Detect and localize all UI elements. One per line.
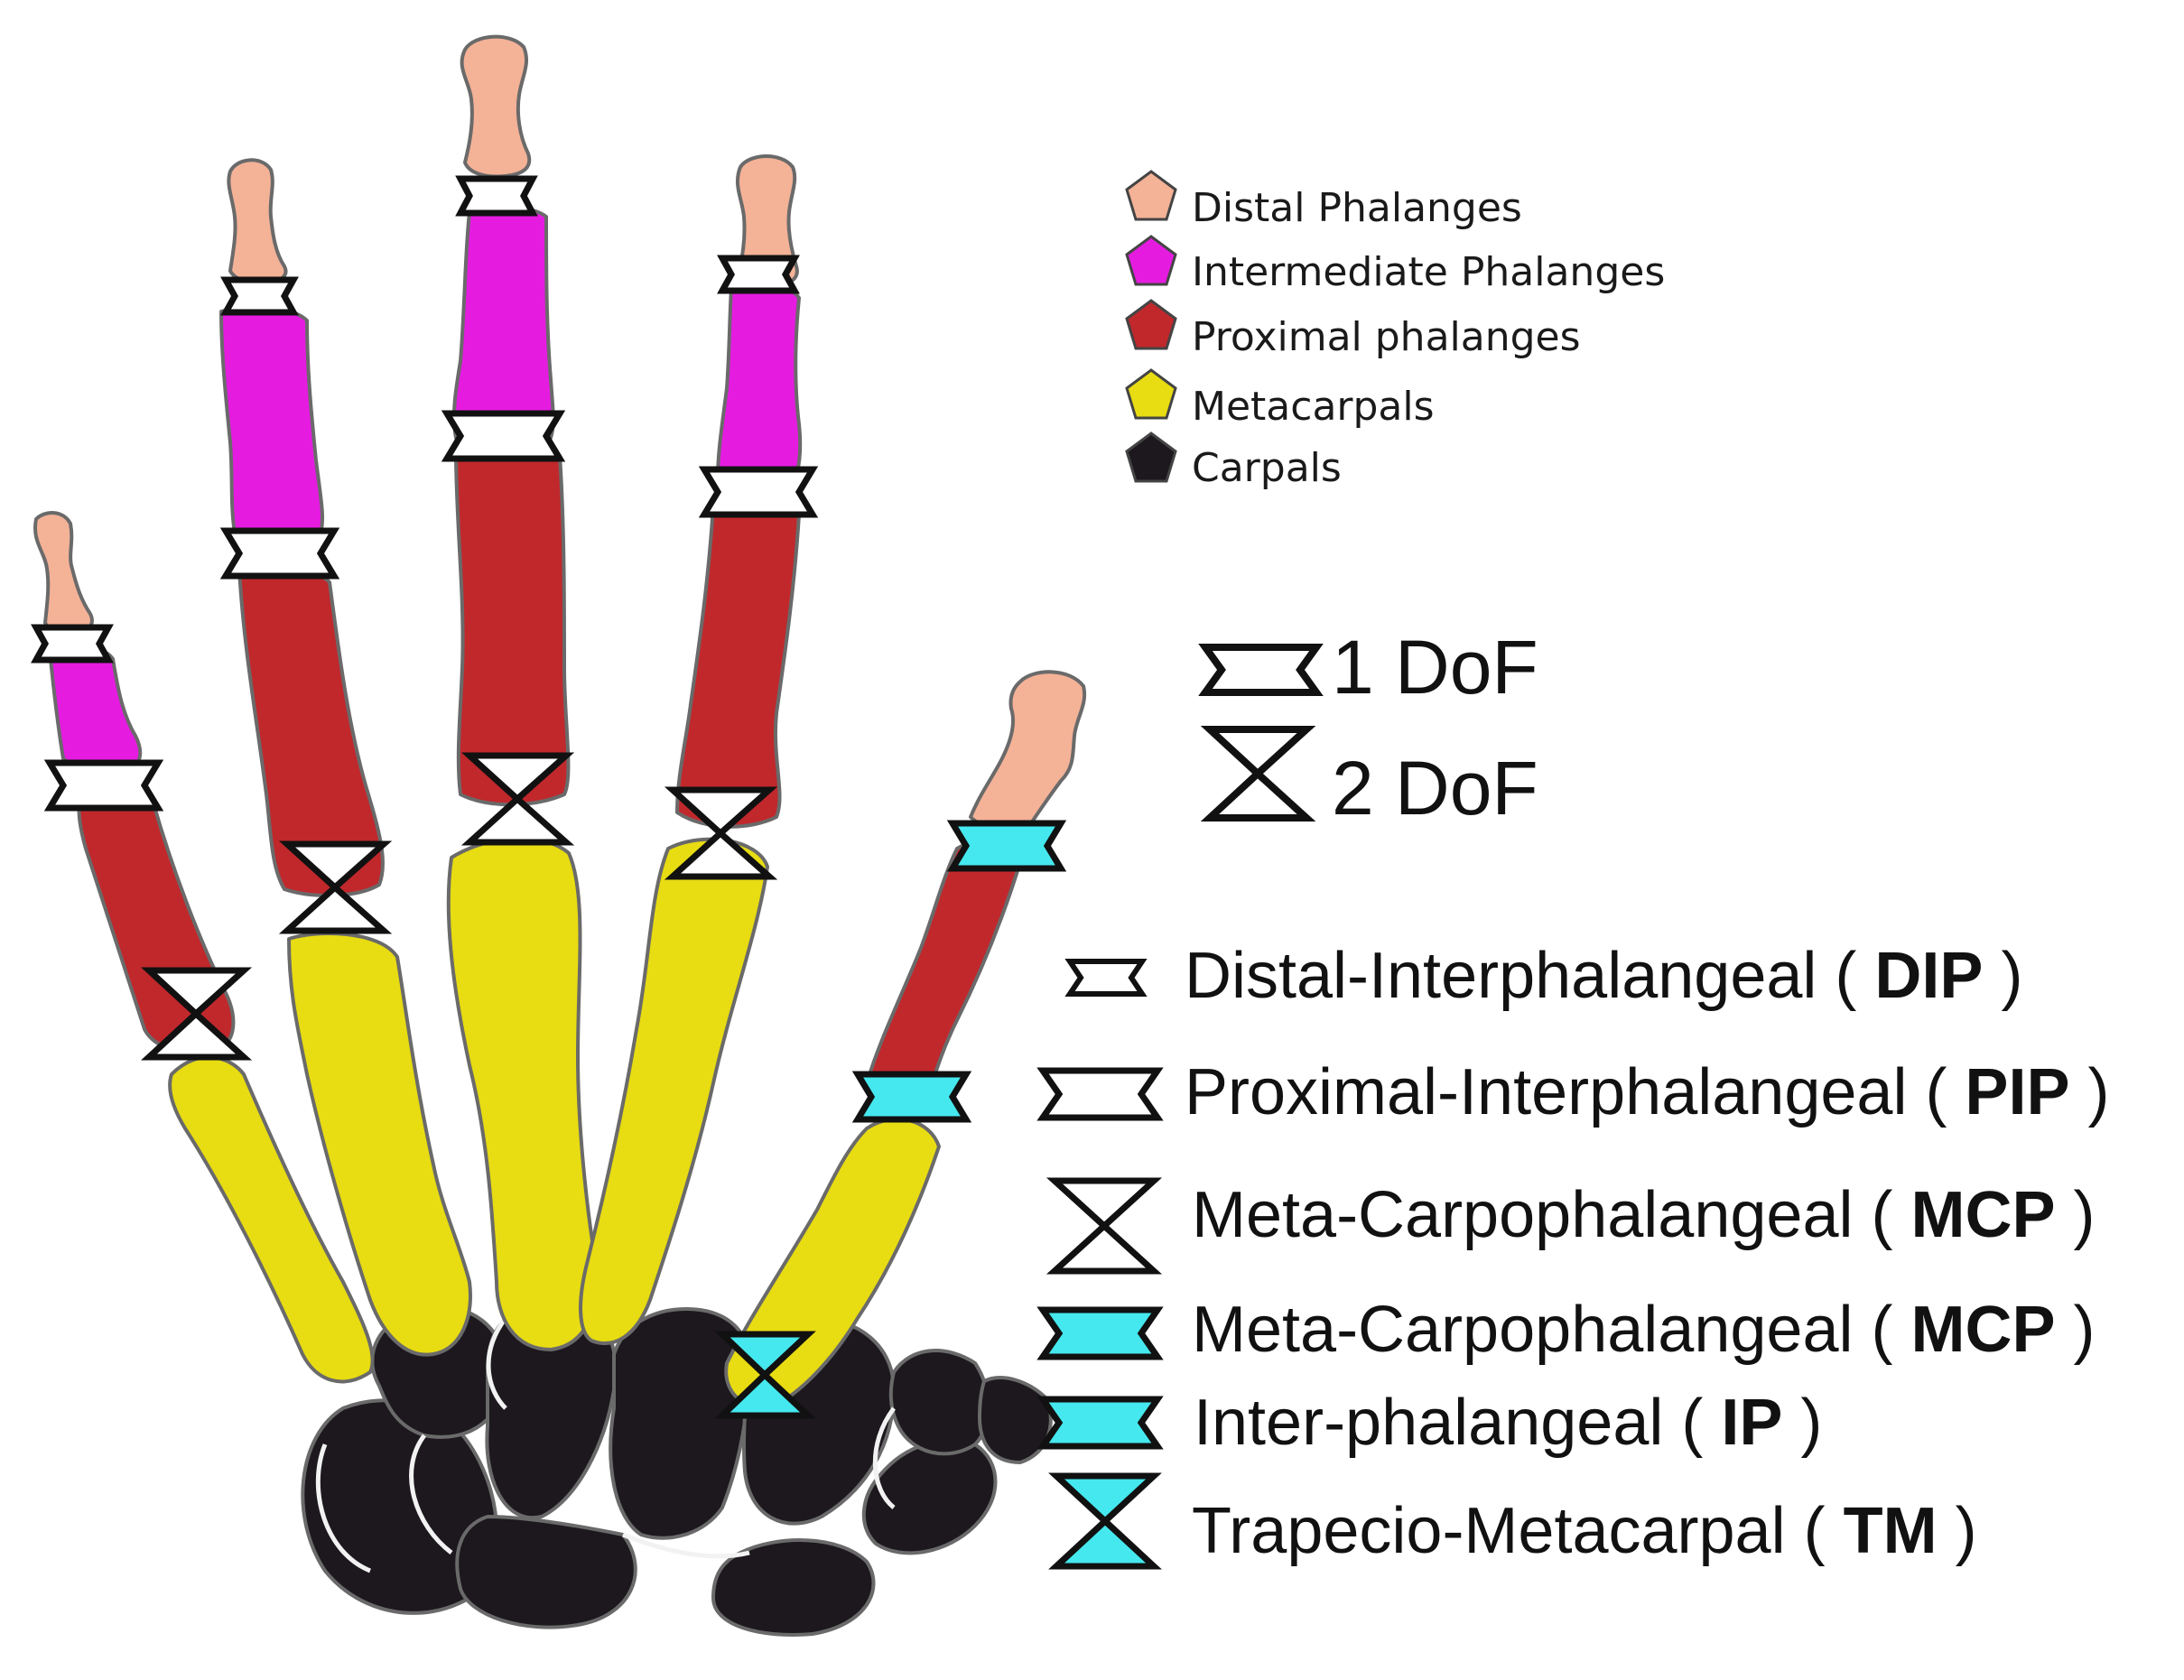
legend-joint-tm: Trapecio-Metacarpal ( TM ) xyxy=(1048,1472,1977,1570)
distal-phalanges xyxy=(33,34,1087,833)
chevron-icon xyxy=(1198,644,1324,696)
legend-label-distal: Distal Phalanges xyxy=(1192,185,1522,231)
carpal-bone xyxy=(711,1538,876,1637)
dof-legend: 1 DoF 2 DoF xyxy=(1198,625,1538,831)
legend-item-proximal: Proximal phalanges xyxy=(1125,299,1581,360)
hourglass-icon xyxy=(1046,1177,1163,1275)
intermediate-phalanx-middle xyxy=(451,204,555,447)
proximal-phalanges xyxy=(77,440,1022,1100)
distal-phalanx-little xyxy=(33,511,94,636)
proximal-phalanx-little xyxy=(77,783,236,1055)
joint-mcp-little xyxy=(141,967,253,1061)
two-dof-label: 2 DoF xyxy=(1332,746,1538,831)
one-dof-label: 1 DoF xyxy=(1332,625,1538,710)
joint-dip-index xyxy=(717,255,800,294)
proximal-phalanx-thumb xyxy=(865,840,1022,1100)
joint-dip-ring xyxy=(220,276,299,316)
intermediate-phalanx-index xyxy=(716,282,803,487)
chevron-icon xyxy=(1036,1306,1164,1360)
proximal-phalanx-ring xyxy=(237,562,386,897)
chevron-icon xyxy=(1036,1067,1164,1121)
carpal-bone xyxy=(978,1376,1053,1464)
pentagon-icon xyxy=(1125,235,1177,286)
hourglass-icon xyxy=(1200,726,1316,821)
joint-mcp-thumb xyxy=(851,1071,972,1123)
pentagon-icon xyxy=(1125,299,1177,350)
hourglass-icon xyxy=(1048,1472,1162,1570)
legend-joint-mcp-white: Meta-Carpophalangeal ( MCP ) xyxy=(1046,1177,2095,1275)
legend-item-distal: Distal Phalanges xyxy=(1125,170,1522,231)
pentagon-icon xyxy=(1125,170,1177,221)
joint-pip-index xyxy=(698,466,819,518)
legend-label-proximal: Proximal phalanges xyxy=(1192,314,1581,360)
metacarpal-bones xyxy=(168,836,941,1410)
carpal-bone xyxy=(455,1515,637,1629)
legend-joint-pip: Proximal-Interphalangeal ( PIP ) xyxy=(1036,1056,2109,1128)
joint-pip-little xyxy=(43,759,164,812)
joint-label-ip: Inter-phalangeal ( IP ) xyxy=(1194,1387,1822,1459)
joint-mcp-middle xyxy=(460,752,575,846)
carpal-bone xyxy=(888,1349,990,1456)
joint-label-mcp-white: Meta-Carpophalangeal ( MCP ) xyxy=(1192,1179,2095,1251)
metacarpal-middle xyxy=(446,836,599,1351)
legend-label-carpals: Carpals xyxy=(1192,445,1342,491)
joint-pip-ring xyxy=(219,527,340,580)
legend-joint-mcp-cyan: Meta-Carpophalangeal ( MCP ) xyxy=(1036,1294,2095,1366)
metacarpal-index xyxy=(579,837,769,1345)
chevron-small-icon xyxy=(1064,959,1148,997)
joint-dip-middle xyxy=(455,175,538,217)
legend-label-intermediate: Intermediate Phalanges xyxy=(1192,249,1665,295)
proximal-phalanx-middle xyxy=(454,440,571,807)
joint-ip-thumb xyxy=(946,820,1067,872)
joint-dip-little xyxy=(31,624,114,664)
intermediate-phalanx-little xyxy=(48,643,143,772)
joint-legend: Distal-Interphalangeal ( DIP ) Proximal-… xyxy=(1036,940,2109,1570)
distal-phalanx-thumb xyxy=(969,670,1087,833)
pentagon-icon xyxy=(1125,368,1177,420)
legend-item-intermediate: Intermediate Phalanges xyxy=(1125,235,1665,295)
metacarpal-little xyxy=(168,1055,375,1384)
proximal-phalanx-index xyxy=(675,496,801,829)
intermediate-phalanx-ring xyxy=(219,304,325,542)
metacarpal-ring xyxy=(287,932,472,1357)
joint-label-tm: Trapecio-Metacarpal ( TM ) xyxy=(1192,1495,1977,1567)
joint-mcp-index xyxy=(664,786,778,880)
carpal-highlights xyxy=(315,1316,897,1573)
distal-phalanx-index xyxy=(735,154,799,289)
joint-tm-thumb xyxy=(714,1331,816,1419)
joint-label-pip: Proximal-Interphalangeal ( PIP ) xyxy=(1185,1056,2109,1128)
carpal-bone xyxy=(609,1307,751,1540)
legend-item-carpals: Carpals xyxy=(1125,432,1342,491)
distal-phalanx-middle xyxy=(460,34,532,179)
distal-phalanx-ring xyxy=(227,158,288,285)
joint-label-mcp-cyan: Meta-Carpophalangeal ( MCP ) xyxy=(1192,1294,2095,1366)
joint-pip-middle xyxy=(441,410,566,462)
joint-mcp-ring xyxy=(278,840,393,934)
bone-legend: Distal Phalanges Intermediate Phalanges … xyxy=(1125,170,1665,491)
joint-label-dip: Distal-Interphalangeal ( DIP ) xyxy=(1185,940,2022,1012)
pentagon-icon xyxy=(1125,432,1177,483)
legend-label-metacarpals: Metacarpals xyxy=(1192,384,1435,430)
legend-joint-dip: Distal-Interphalangeal ( DIP ) xyxy=(1064,940,2022,1012)
intermediate-phalanges xyxy=(48,204,803,772)
chevron-icon xyxy=(1036,1396,1164,1450)
hand-joints xyxy=(31,175,1067,1419)
legend-item-metacarpals: Metacarpals xyxy=(1125,368,1435,430)
legend-joint-ip: Inter-phalangeal ( IP ) xyxy=(1036,1387,1822,1459)
